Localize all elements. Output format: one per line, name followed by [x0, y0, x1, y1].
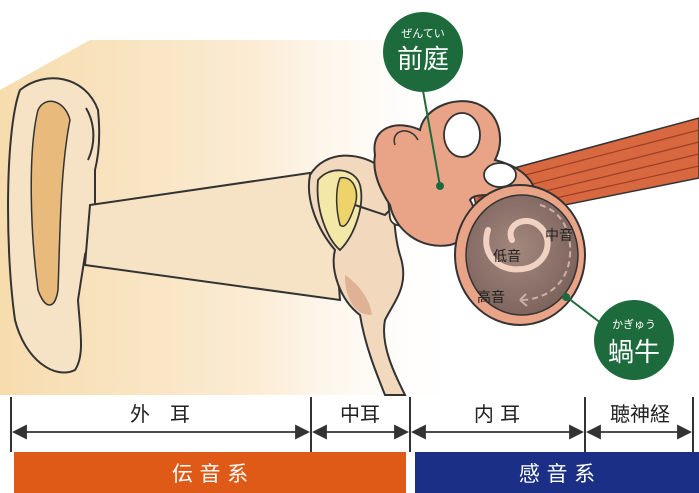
- section-label-outer-ear: 外 耳: [130, 402, 190, 426]
- cochlea-leader-dot: [562, 293, 570, 301]
- cochlea-label-low: 低音: [493, 248, 521, 265]
- cochlea-label-mid: 中音: [545, 227, 573, 244]
- vestibule-callout: ぜんてい 前庭: [383, 12, 463, 92]
- range-arrows: [14, 426, 690, 438]
- cochlea-ruby: かぎゅう: [612, 317, 656, 331]
- vestibule-ruby: ぜんてい: [401, 27, 444, 40]
- cochlea-callout: かぎゅう 蝸牛: [594, 300, 674, 380]
- cochlea-kanji: 蝸牛: [608, 338, 660, 368]
- section-label-middle-ear: 中耳: [340, 402, 380, 426]
- section-label-inner-ear: 内 耳: [474, 402, 520, 426]
- section-label-auditory-nerve: 聴神経: [610, 402, 670, 426]
- vestibule-label: 前庭: [397, 45, 449, 75]
- sensorineural-system-label: 感 音 系: [519, 462, 595, 486]
- vestibule-leader-dot: [436, 182, 444, 190]
- conductive-system-label: 伝 音 系: [172, 462, 248, 486]
- cochlea-label-high: 高音: [477, 289, 505, 306]
